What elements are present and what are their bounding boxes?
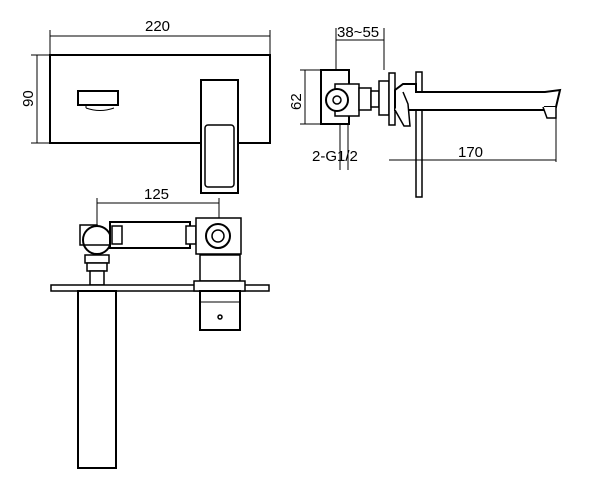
dim-label-62: 62 bbox=[288, 93, 305, 110]
section-spout bbox=[77, 290, 117, 469]
dim-label-220: 220 bbox=[145, 18, 170, 35]
dimension-side-height: 62 bbox=[288, 69, 321, 125]
section-view: 125 bbox=[50, 186, 270, 469]
side-wall-plate bbox=[415, 71, 423, 198]
dimension-spout-offset: 125 bbox=[96, 186, 220, 225]
section-left-elbow bbox=[82, 225, 112, 255]
section-lever-body bbox=[199, 290, 241, 331]
dim-label-connection: 2-G1/2 bbox=[312, 148, 358, 165]
front-view: 220 90 bbox=[20, 18, 271, 194]
dimension-front-height: 90 bbox=[20, 54, 50, 144]
dimension-wall-depth: 38~55 bbox=[335, 24, 385, 70]
front-spout-outlet bbox=[77, 90, 119, 106]
dim-label-90: 90 bbox=[20, 90, 37, 107]
section-horizontal-pipe bbox=[109, 221, 191, 249]
side-view: 38~55 62 2-G1/2 170 bbox=[288, 24, 562, 198]
dim-label-125: 125 bbox=[144, 186, 169, 203]
section-base-plate bbox=[50, 284, 270, 292]
dim-label-170: 170 bbox=[458, 144, 483, 161]
dimension-front-width: 220 bbox=[49, 18, 271, 55]
side-spout bbox=[394, 83, 562, 111]
dim-label-38-55: 38~55 bbox=[337, 24, 379, 41]
front-lever-grip bbox=[204, 124, 235, 188]
dimension-spout-length: 170 bbox=[389, 118, 557, 162]
